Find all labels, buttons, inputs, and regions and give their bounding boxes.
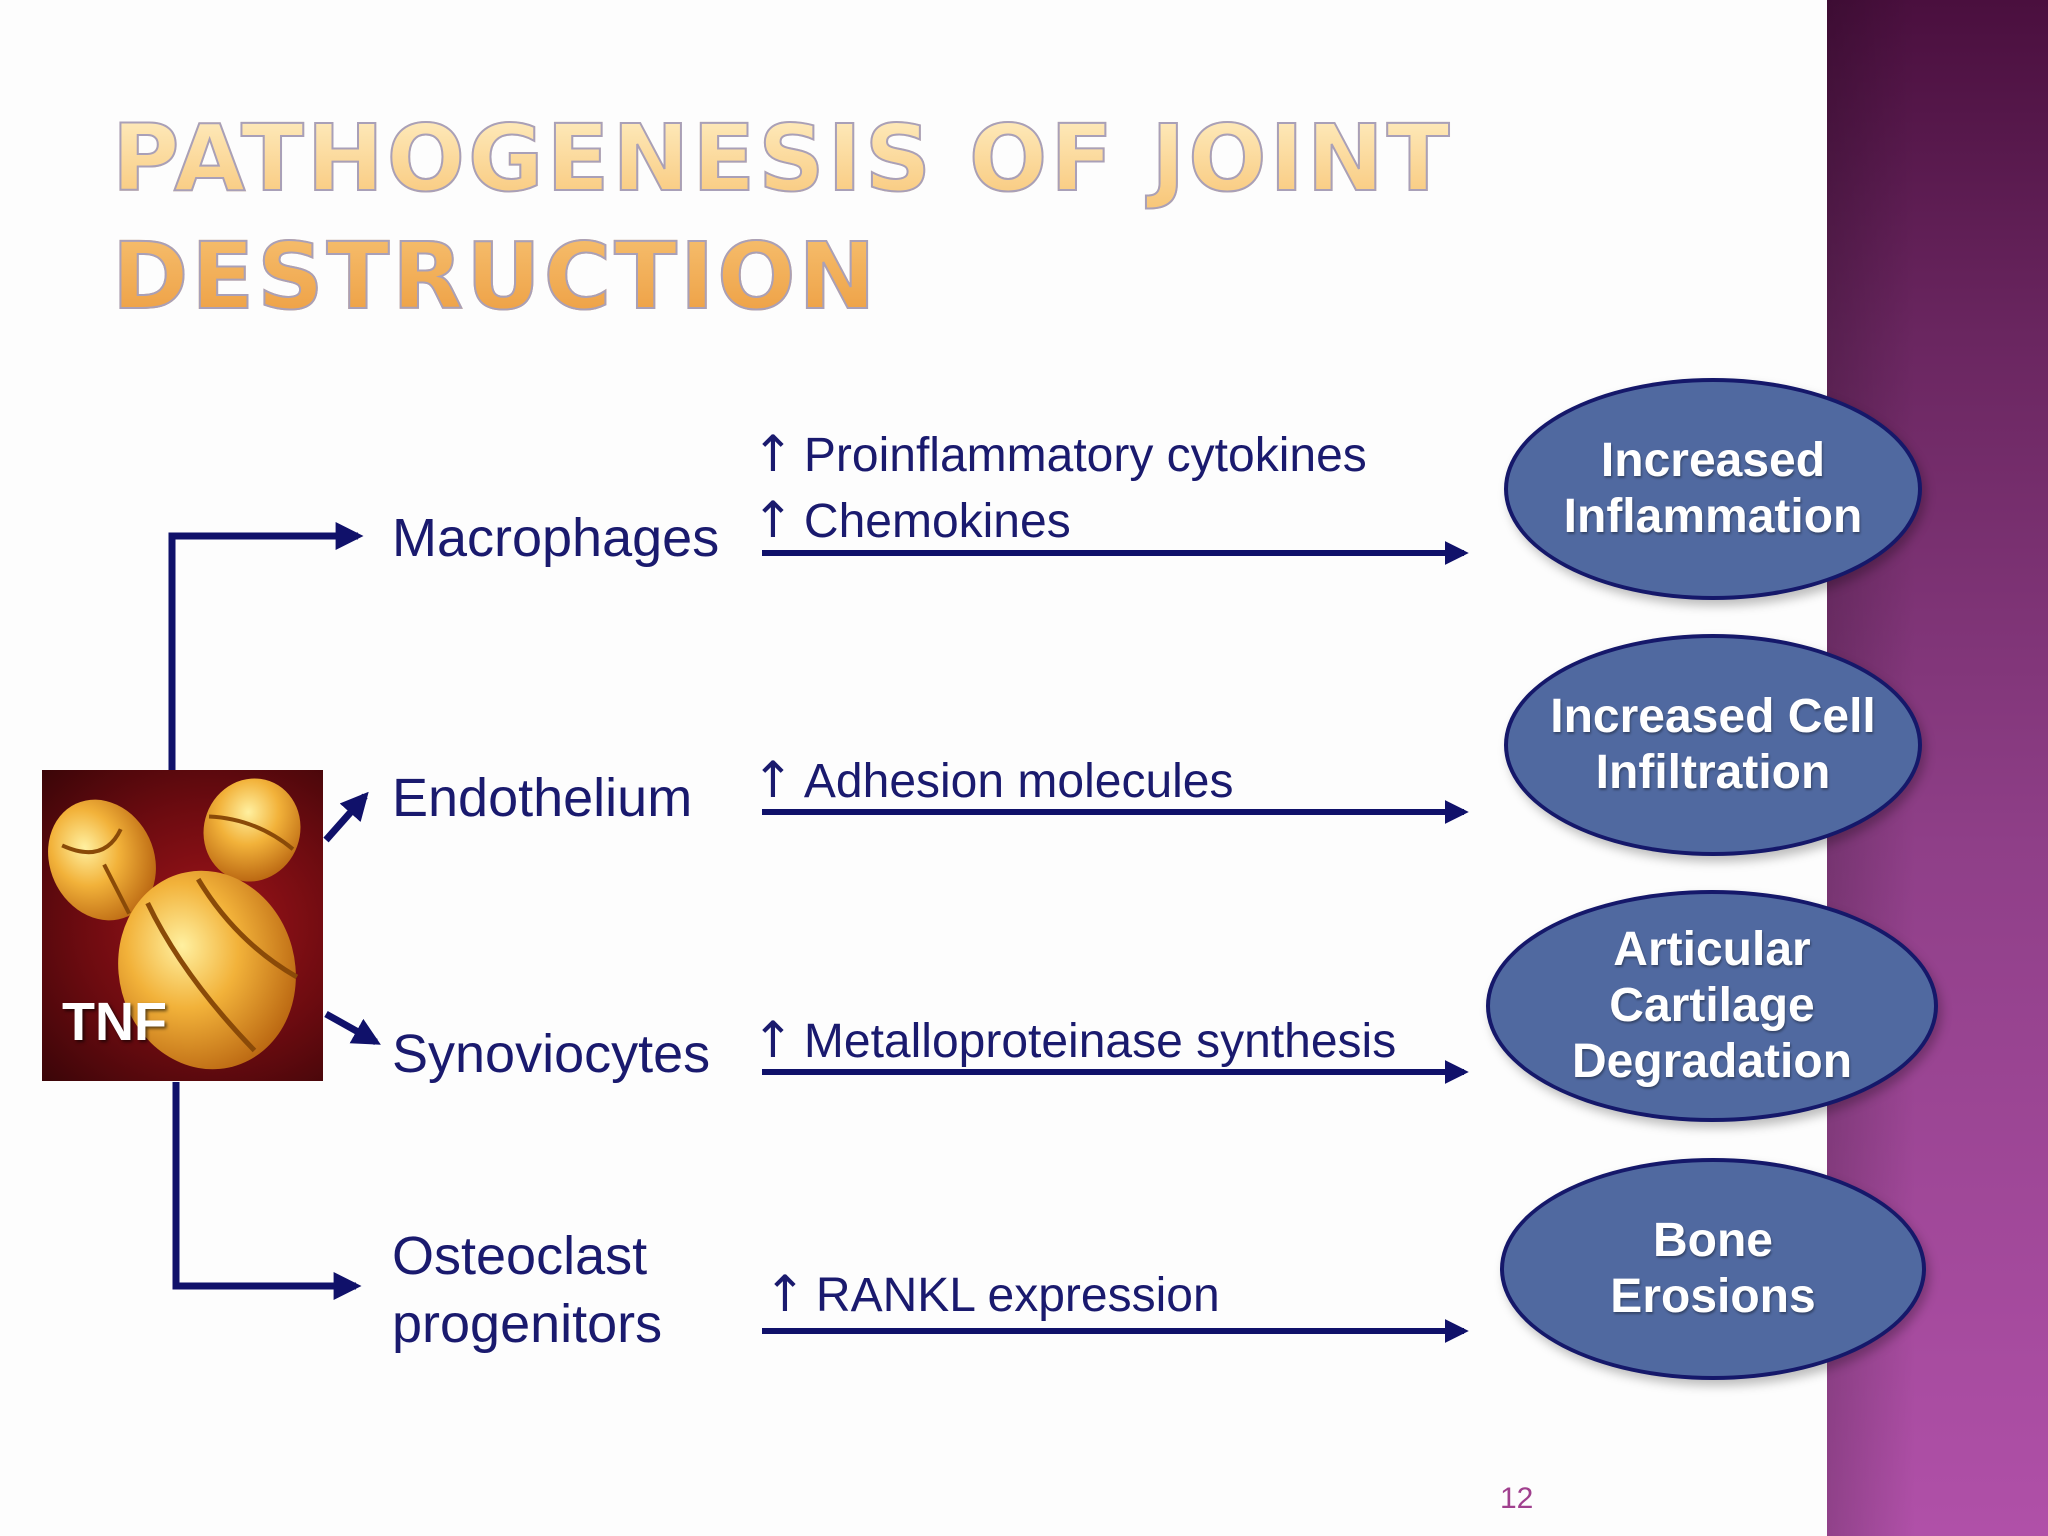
outcome-increased-inflammation: Increased Inflammation (1504, 378, 1922, 600)
arrow-tnf-endothelium (323, 791, 369, 843)
arrow-tnf-osteoclast (172, 1082, 362, 1300)
slide-title: Pathogenesis of joint destruction (111, 100, 1453, 336)
effect-proinflammatory-cytokines: ↑Proinflammatory cytokines (752, 425, 1367, 483)
outcome-articular-cartilage-degradation: Articular Cartilage Degradation (1486, 890, 1938, 1122)
tnf-label: TNF (62, 992, 167, 1052)
effect-rankl-expression: ↑RANKL expression (764, 1265, 1220, 1323)
tnf-molecule-image: TNF (42, 770, 323, 1081)
increase-arrow-icon: ↑ (752, 751, 794, 809)
outcome-bone-erosions: Bone Erosions (1500, 1158, 1926, 1380)
effect-chemokines: ↑Chemokines (752, 491, 1071, 549)
arrow-tnf-macrophages (168, 522, 364, 770)
outcome-increased-cell-infiltration: Increased Cell Infiltration (1504, 634, 1922, 856)
cell-label-synoviocytes: Synoviocytes (392, 1024, 711, 1084)
slide-page-number: 12 (1500, 1482, 1534, 1515)
cell-label-endothelium: Endothelium (392, 768, 693, 828)
increase-arrow-icon: ↑ (764, 1265, 806, 1323)
effect-metalloproteinase-synthesis: ↑Metalloproteinase synthesis (752, 1011, 1397, 1069)
increase-arrow-icon: ↑ (752, 1011, 794, 1069)
cell-label-macrophages: Macrophages (392, 508, 720, 568)
arrow-tnf-synoviocytes (324, 1010, 381, 1046)
effect-adhesion-molecules: ↑Adhesion molecules (752, 751, 1234, 809)
increase-arrow-icon: ↑ (752, 491, 794, 549)
cell-label-osteoclast-progenitors: Osteoclast progenitors (392, 1226, 663, 1354)
increase-arrow-icon: ↑ (752, 425, 794, 483)
tnf-trimer-icon (48, 778, 301, 1070)
